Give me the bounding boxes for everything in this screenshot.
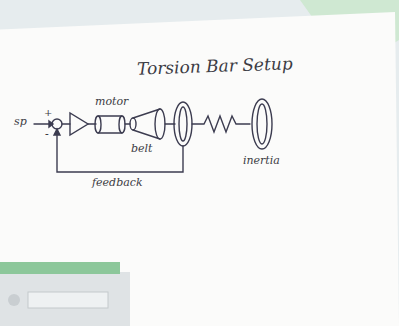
window-icon (8, 294, 20, 306)
disc (174, 102, 192, 146)
wire (62, 123, 70, 124)
disc-rim (179, 107, 187, 141)
motor-end (119, 116, 125, 133)
small-pulley (130, 118, 136, 130)
signal-label: feedback (92, 177, 143, 188)
torsion-spring (192, 116, 250, 132)
paper-sheet (0, 12, 399, 326)
window-field (28, 292, 108, 308)
signal-label: sp (14, 116, 27, 127)
part-label: motor (95, 96, 128, 107)
block-sketch (34, 99, 272, 172)
window-panel (0, 272, 130, 326)
large-pulley (155, 109, 165, 139)
arrowhead (54, 129, 60, 135)
part-label: inertia (243, 155, 280, 166)
inertia-disc (252, 99, 272, 149)
green-bar (0, 262, 120, 274)
amplifier-symbol (70, 113, 88, 135)
motor-end (95, 116, 101, 133)
part-label: belt (131, 143, 153, 154)
shaft (125, 123, 130, 124)
inertia-rim (257, 104, 267, 144)
sign-label: - (45, 129, 49, 140)
feedback-line (57, 133, 183, 172)
sign-label: + (44, 108, 52, 118)
